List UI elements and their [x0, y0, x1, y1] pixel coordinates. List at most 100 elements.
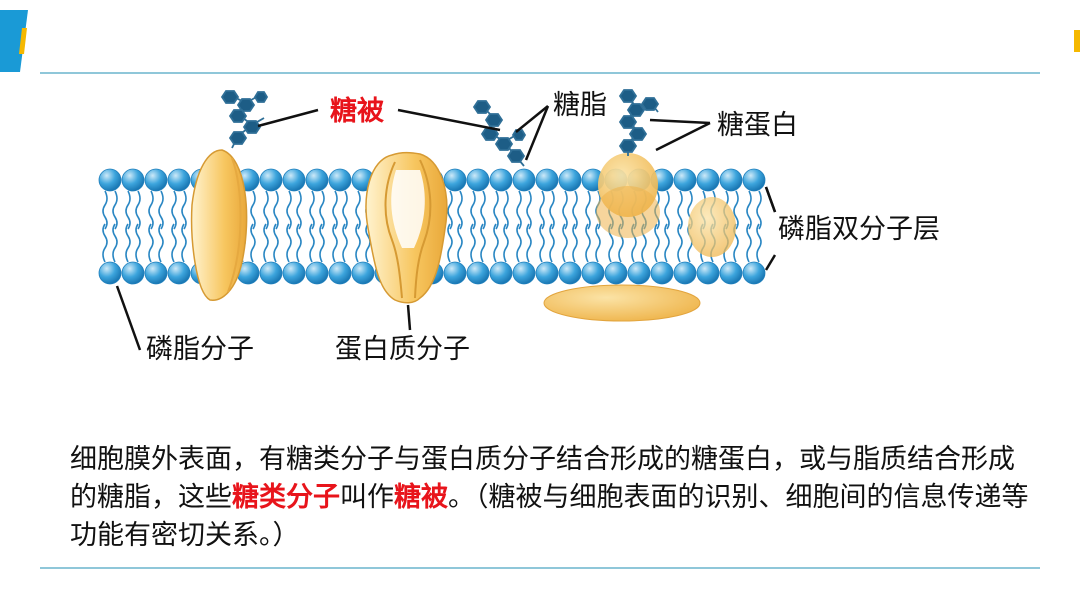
- lipid-tail: [135, 223, 141, 263]
- lipid-tail: [746, 223, 752, 263]
- phospholipid-head: [489, 168, 513, 192]
- phospholipid-head: [650, 261, 674, 285]
- sugar-chain-glycoprotein: [618, 89, 660, 156]
- phospholipid-head: [443, 168, 467, 192]
- phospholipid-head: [305, 261, 329, 285]
- lipid-tail: [493, 190, 499, 230]
- lipid-tail: [158, 190, 164, 230]
- phospholipid-head: [121, 168, 145, 192]
- phospholipid-head: [351, 261, 375, 285]
- lipid-tail: [135, 190, 141, 230]
- phospholipid-head: [282, 168, 306, 192]
- lipid-tail: [549, 223, 555, 263]
- lipid-tail: [493, 223, 499, 263]
- lipid-tail: [526, 190, 532, 230]
- phospholipid-head: [443, 261, 467, 285]
- corner-marker: [1074, 30, 1080, 52]
- caption-part-3: 。（糖被与细胞表面的识别、细胞间的信息传递等功能有密切关系。）: [70, 482, 1029, 551]
- phospholipid-head: [466, 261, 490, 285]
- lipid-tail: [148, 190, 154, 230]
- caption-highlight-sugar: 糖类分子: [232, 482, 340, 513]
- lipid-tail: [319, 190, 325, 230]
- peripheral-protein: [543, 284, 701, 322]
- lipid-tail: [309, 223, 315, 263]
- lipid-tail: [286, 190, 292, 230]
- lipid-tail: [746, 190, 752, 230]
- phospholipid-head: [259, 168, 283, 192]
- phospholipid-head: [742, 261, 766, 285]
- lipid-tail: [148, 223, 154, 263]
- phospholipid-head: [535, 168, 559, 192]
- sugar-chain-glycolipid: [472, 100, 527, 167]
- lipid-tail: [585, 223, 591, 263]
- lipid-tail: [286, 223, 292, 263]
- lipid-tail: [112, 223, 118, 263]
- lipid-tail: [250, 190, 256, 230]
- lipid-tail: [171, 223, 177, 263]
- phospholipid-head: [581, 261, 605, 285]
- lipid-tail: [654, 223, 660, 263]
- lipid-tail: [756, 223, 762, 263]
- lipid-tail: [332, 190, 338, 230]
- lipid-tail: [125, 223, 131, 263]
- transmembrane-protein-left: [190, 149, 248, 301]
- lipid-tail: [355, 190, 361, 230]
- phospholipid-head: [466, 168, 490, 192]
- phospholipid-head: [98, 261, 122, 285]
- phospholipid-head: [167, 168, 191, 192]
- leader-lines: [115, 105, 777, 351]
- lipid-tail: [480, 190, 486, 230]
- phospholipid-head: [673, 168, 697, 192]
- top-divider: [40, 72, 1040, 74]
- glycoprotein-globular: [596, 153, 736, 257]
- phospholipid-head: [627, 261, 651, 285]
- lipid-tail: [447, 223, 453, 263]
- lipid-tail: [309, 190, 315, 230]
- phospholipid-head: [259, 261, 283, 285]
- lipid-tail: [733, 190, 739, 230]
- caption-part-1: 细胞膜外表面，有糖类分子与蛋白质分子结合形成的糖蛋白，或与脂质结合形成的糖脂，这…: [70, 444, 1015, 513]
- lipid-tail: [572, 190, 578, 230]
- lipid-tail: [355, 223, 361, 263]
- lipid-tail: [585, 190, 591, 230]
- label-phospholipid: 磷脂分子: [146, 334, 254, 365]
- lipid-tail: [664, 190, 670, 230]
- phospholipid-head: [121, 261, 145, 285]
- lipid-tail: [125, 190, 131, 230]
- lipid-tail: [273, 190, 279, 230]
- lipid-tail: [562, 190, 568, 230]
- lipid-tail: [480, 223, 486, 263]
- lipid-tail: [503, 223, 509, 263]
- lipid-tail: [503, 190, 509, 230]
- lipid-tail: [470, 223, 476, 263]
- lipid-tail: [332, 223, 338, 263]
- lipid-tail: [112, 190, 118, 230]
- lipid-tail: [296, 223, 302, 263]
- phospholipid-head: [328, 261, 352, 285]
- lipid-tail: [470, 190, 476, 230]
- phospholipid-head: [512, 261, 536, 285]
- lipid-tail: [181, 223, 187, 263]
- label-glycocalyx: 糖被: [330, 95, 384, 127]
- lipid-tail: [181, 190, 187, 230]
- phospholipid-head: [719, 261, 743, 285]
- lipid-tail: [516, 190, 522, 230]
- phospholipid-head: [696, 168, 720, 192]
- phospholipid-head: [558, 261, 582, 285]
- phospholipid-head: [328, 168, 352, 192]
- lipid-tail: [562, 223, 568, 263]
- lipid-tail: [516, 223, 522, 263]
- lipid-tail: [250, 223, 256, 263]
- lipid-tail: [273, 223, 279, 263]
- phospholipid-head: [167, 261, 191, 285]
- caption-part-2: 叫作: [340, 482, 394, 513]
- phospholipid-head: [558, 168, 582, 192]
- phospholipid-head: [604, 261, 628, 285]
- lipid-tail: [158, 223, 164, 263]
- bottom-divider: [40, 567, 1040, 569]
- phospholipid-head: [305, 168, 329, 192]
- lipid-tail: [677, 190, 683, 230]
- phospholipid-head: [489, 261, 513, 285]
- lipid-tail: [319, 223, 325, 263]
- lipid-tail: [572, 223, 578, 263]
